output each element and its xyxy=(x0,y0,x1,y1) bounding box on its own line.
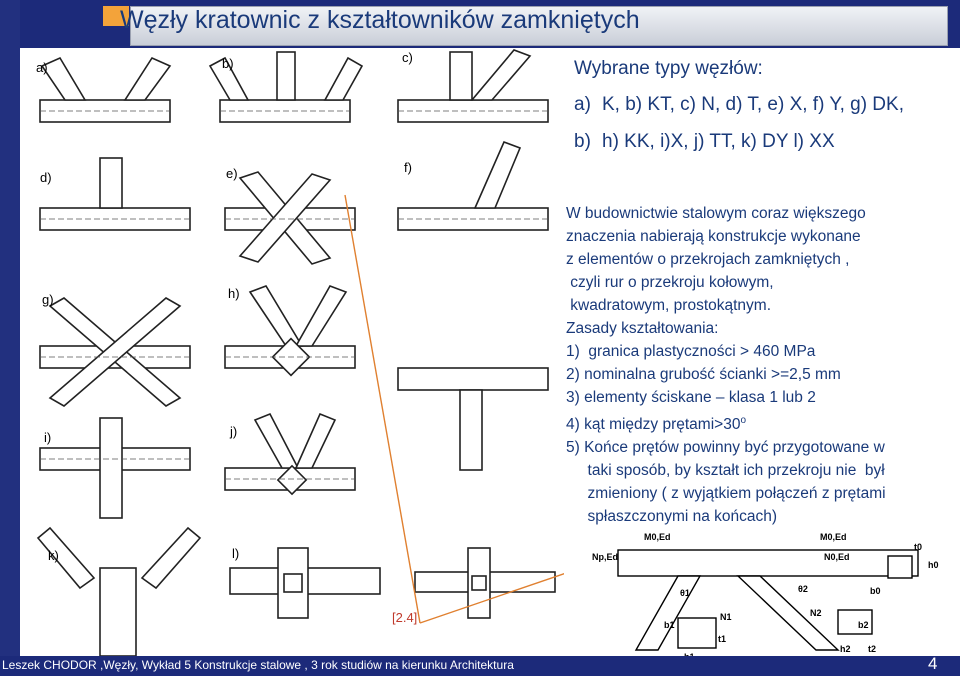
brace-e2 xyxy=(238,173,332,263)
joint-geometry-diagram: Np,Ed M0,Ed M0,Ed N0,Ed θ1 θ2 N1 N2 b1 b… xyxy=(592,532,939,656)
types-text-1: K, b) KT, c) N, d) T, e) X, f) Y, g) DK, xyxy=(602,94,904,115)
post-d xyxy=(99,157,123,209)
body-line: z elementów o przekrojach zamkniętych , xyxy=(566,251,850,268)
label-b1: b1 xyxy=(664,620,675,630)
label-l: l) xyxy=(232,546,240,561)
label-k: k) xyxy=(48,548,59,563)
brace-b1 xyxy=(208,56,250,101)
rule-item: 5) Końce prętów powinny być przygotowane… xyxy=(566,439,885,457)
rule-item: zmieniony ( z wyjątkiem połączeń z pręta… xyxy=(566,485,886,503)
node-j xyxy=(276,464,308,496)
footer-bar xyxy=(0,656,960,676)
rule-item: taki sposób, by kształt ich przekroju ni… xyxy=(566,462,885,480)
diagram-chord xyxy=(617,549,919,577)
label-n0-ed: N0,Ed xyxy=(824,552,850,562)
post-c xyxy=(449,51,473,101)
page-number: 4 xyxy=(928,654,938,673)
rule-item: spłaszczonymi na końcach) xyxy=(566,508,778,526)
brace-a1 xyxy=(40,56,87,101)
label-c: c) xyxy=(402,50,413,65)
footer-text: Leszek CHODOR ,Węzły, Wykład 5 Konstrukc… xyxy=(2,658,514,672)
label-n1: N1 xyxy=(720,612,732,622)
title-box xyxy=(130,6,948,46)
rule-text: 4) kąt między prętami>30 xyxy=(566,416,741,434)
types-marker-1: a) xyxy=(574,94,591,115)
types-heading: Wybrane typy węzłów: xyxy=(574,58,763,79)
diagram-section-0 xyxy=(887,555,913,579)
diagram-section-2 xyxy=(837,609,873,635)
brace-h1 xyxy=(248,285,304,347)
types-item-2: b) h) KK, i)X, j) TT, k) DY l) XX xyxy=(574,129,944,154)
brace-j1 xyxy=(253,412,300,469)
label-b: b) xyxy=(222,56,234,71)
brace-h2 xyxy=(294,285,348,347)
post-k xyxy=(99,567,137,656)
label-g: g) xyxy=(42,292,54,307)
brace-a2 xyxy=(123,56,172,101)
label-n2: N2 xyxy=(810,608,822,618)
label-theta2: θ2 xyxy=(798,584,808,594)
leader-line xyxy=(344,194,421,624)
rule-item: 2) nominalna grubość ścianki >=2,5 mm xyxy=(566,366,841,383)
brace-j2 xyxy=(294,412,337,469)
body-line: czyli rur o przekroju kołowym, xyxy=(566,274,774,291)
diagram-brace-2 xyxy=(736,575,840,651)
body-line: Zasady kształtowania: xyxy=(566,320,719,337)
label-f: f) xyxy=(404,160,412,175)
left-strip xyxy=(0,0,20,676)
label-j: j) xyxy=(230,424,238,439)
rule-item: 4) kąt między prętami>30o xyxy=(566,409,960,436)
brace-b2 xyxy=(276,51,296,101)
accent-block xyxy=(103,6,129,26)
types-text-2: h) KK, i)X, j) TT, k) DY l) XX xyxy=(602,131,835,152)
slide-title: Węzły kratownic z kształtowników zamknię… xyxy=(120,6,640,34)
label-m0-ed-right: M0,Ed xyxy=(820,532,847,542)
rule-item: 1) granica plastyczności > 460 MPa xyxy=(566,343,816,360)
degree-mark: o xyxy=(740,415,747,426)
node-l2 xyxy=(471,575,487,591)
brace-k1 xyxy=(36,526,96,590)
label-e: e) xyxy=(226,166,238,181)
types-marker-2: b) xyxy=(574,131,591,152)
brace-g2 xyxy=(48,297,182,407)
post-i xyxy=(99,417,123,519)
label-np-ed: Np,Ed xyxy=(592,552,618,562)
diagram-brace-1 xyxy=(634,575,702,651)
label-t2: t2 xyxy=(868,644,876,654)
diagram-section-1 xyxy=(677,617,717,649)
joint-types-list: a) K, b) KT, c) N, d) T, e) X, f) Y, g) … xyxy=(574,92,944,154)
right-block xyxy=(948,6,960,46)
label-t0: t0 xyxy=(914,542,922,552)
body-line: znaczenia nabierają konstrukcje wykonane xyxy=(566,228,861,245)
label-h: h) xyxy=(228,286,240,301)
rule-item: 3) elementy ściskane – klasa 1 lub 2 xyxy=(566,389,816,406)
joint-drawings xyxy=(36,49,564,656)
brace-b3 xyxy=(323,56,364,101)
label-h1: h1 xyxy=(684,652,695,656)
label-i: i) xyxy=(44,430,52,445)
label-d: d) xyxy=(40,170,52,185)
label-b2: b2 xyxy=(858,620,869,630)
label-b0: b0 xyxy=(870,586,881,596)
body-line: kwadratowym, prostokątnym. xyxy=(566,297,772,314)
label-h2: h2 xyxy=(840,644,851,654)
figure-reference: [2.4] xyxy=(392,610,418,625)
node-l xyxy=(283,573,303,593)
leader-line-2 xyxy=(419,572,564,624)
post-t xyxy=(459,389,483,471)
label-t1: t1 xyxy=(718,634,726,644)
rules-list: 1) granica plastyczności > 460 MPa 2) no… xyxy=(566,340,960,528)
label-h0: h0 xyxy=(928,560,939,570)
body-line: W budownictwie stalowym coraz większego xyxy=(566,205,866,222)
label-a: a) xyxy=(36,60,48,75)
diag-c xyxy=(470,49,532,101)
label-m0-ed-left: M0,Ed xyxy=(644,532,671,542)
body-text: W budownictwie stalowym coraz większego … xyxy=(566,202,960,528)
brace-k2 xyxy=(140,526,202,590)
brace-f xyxy=(473,140,522,209)
label-theta1: θ1 xyxy=(680,588,690,598)
chord-t xyxy=(397,367,549,391)
types-item-1: a) K, b) KT, c) N, d) T, e) X, f) Y, g) … xyxy=(574,92,944,117)
